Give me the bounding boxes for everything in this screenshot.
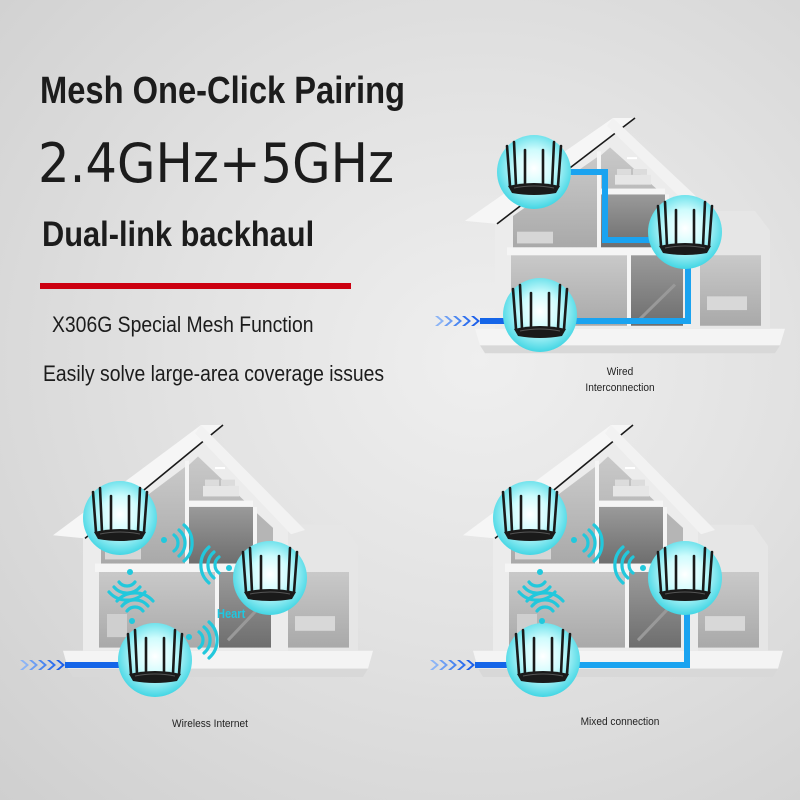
router-icon: [495, 133, 573, 211]
caption-wireless-internet: Wireless Internet: [172, 718, 248, 730]
caption-wired-interconnection: Wired Interconnection: [574, 364, 666, 396]
router-icon: [501, 276, 579, 354]
router-icon: [504, 621, 582, 699]
wan-arrows-icon: [435, 316, 480, 326]
scene-mixed-house: [430, 423, 785, 699]
ethernet-backhaul-cable: [540, 265, 691, 324]
headline-dual-link-backhaul: Dual-link backhaul: [42, 215, 315, 254]
headline-frequency-bands: 2.4GHz+5GHz: [38, 132, 395, 195]
caption-mixed-connection: Mixed connection: [580, 716, 660, 728]
router-icon: [646, 539, 724, 617]
caption-wired-line2: Interconnection: [585, 382, 655, 394]
ethernet-backhaul-cable: [545, 610, 690, 668]
router-icon: [491, 479, 569, 557]
headline-mesh-pairing: Mesh One-Click Pairing: [40, 70, 406, 112]
model-mesh-function: X306G Special Mesh Function: [52, 312, 314, 337]
coverage-benefit: Easily solve large-area coverage issues: [43, 361, 385, 386]
scene-wired-house: [435, 116, 787, 355]
red-divider: [40, 283, 351, 289]
router-icon: [646, 193, 724, 271]
wan-arrows-icon: [20, 660, 65, 670]
router-icon: [231, 539, 309, 617]
node-label-heart: Heart: [217, 606, 246, 621]
wan-arrows-icon: [430, 660, 475, 670]
router-icon: [81, 479, 159, 557]
caption-wired-line1: Wired: [606, 366, 634, 378]
scene-wireless-house: [20, 423, 375, 699]
router-icon: [116, 621, 194, 699]
